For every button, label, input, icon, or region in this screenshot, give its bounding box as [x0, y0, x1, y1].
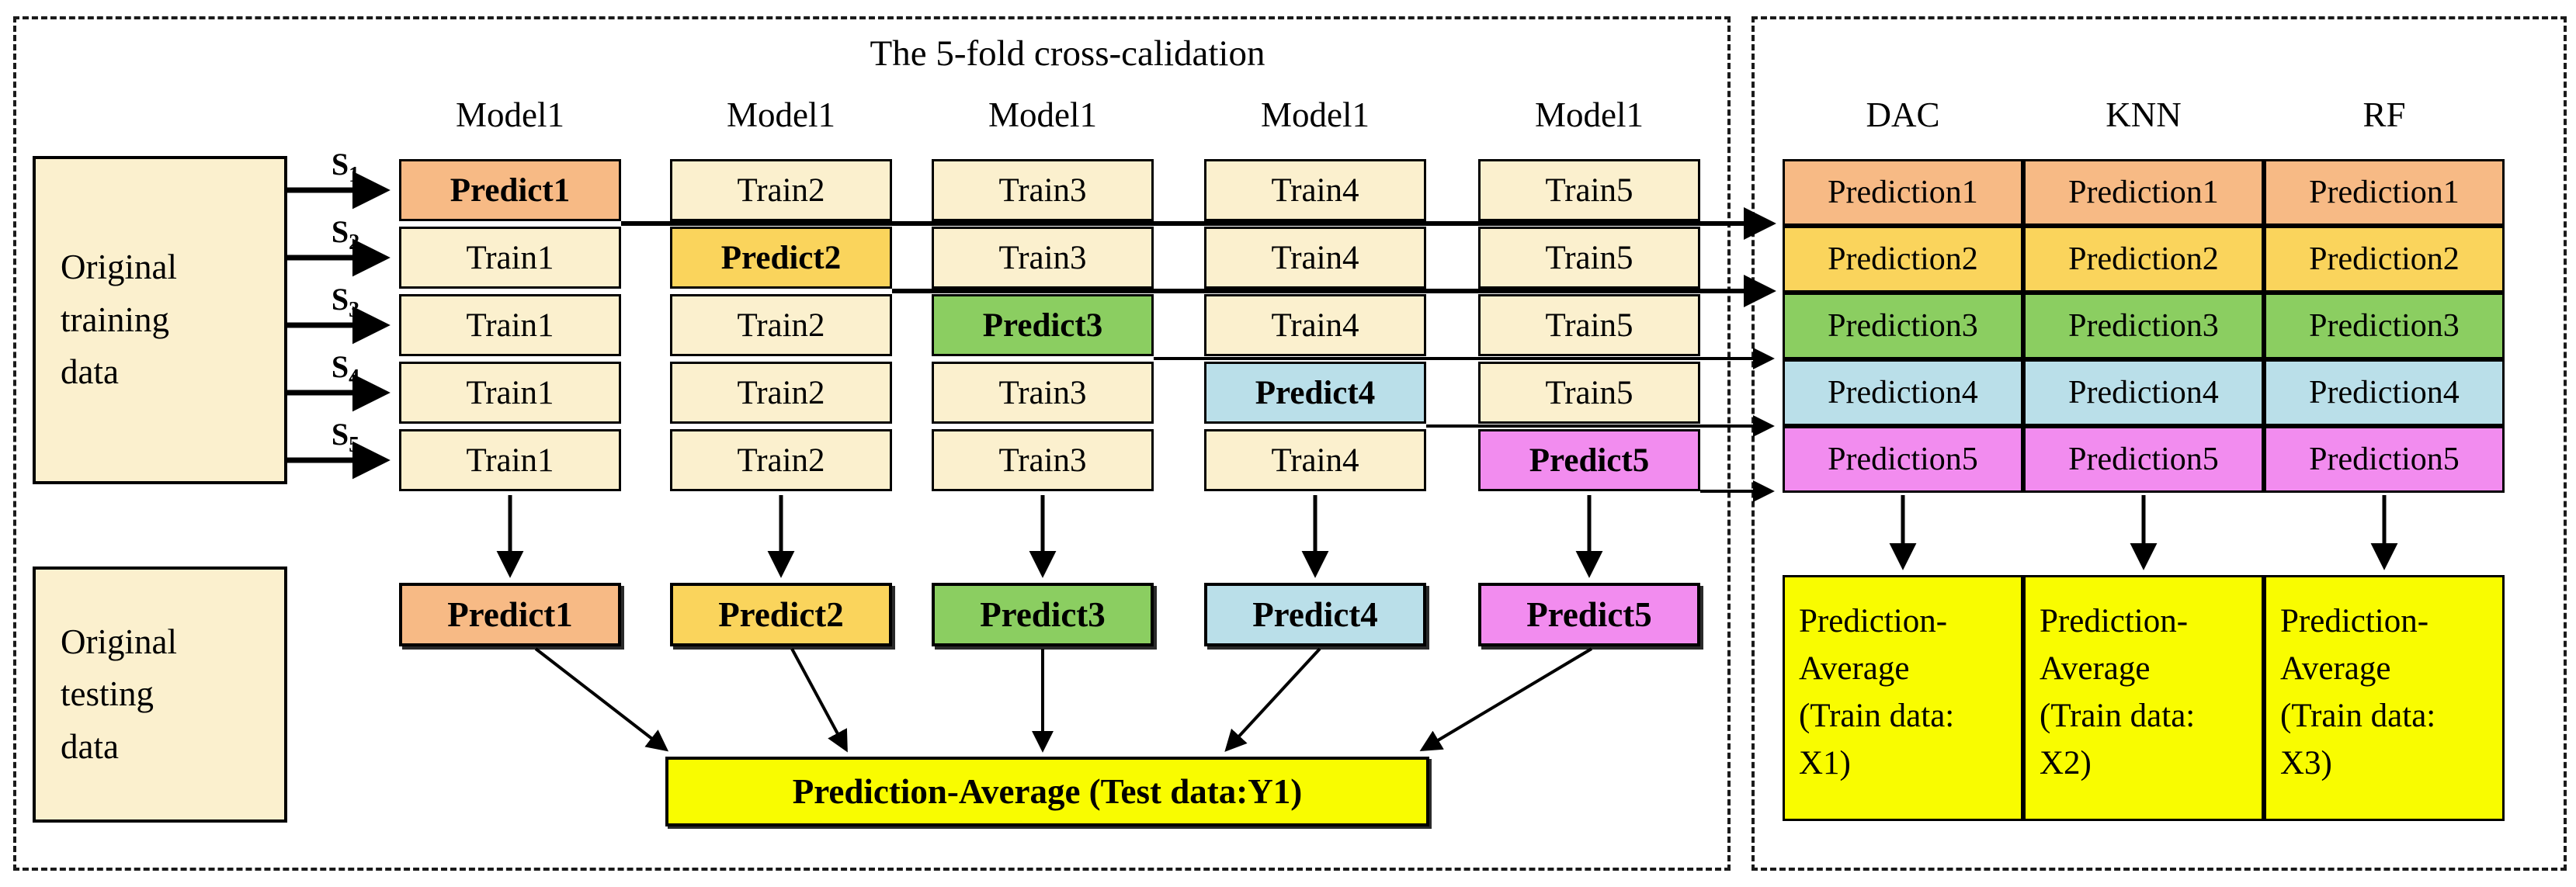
cv-column-2: Train2 Predict2 Train2 Train2 Train2 [670, 159, 892, 495]
cv-column-5: Train5 Train5 Train5 Train5 Predict5 [1478, 159, 1700, 495]
diagram-title: The 5-fold cross-calidation [870, 33, 1265, 74]
cv-cell: Train3 [932, 362, 1154, 424]
cv-cell: Train4 [1204, 429, 1426, 491]
prediction-cell: Prediction4 [2023, 359, 2264, 426]
model-header-1: Model1 [456, 95, 564, 134]
cv-cell: Train5 [1478, 227, 1700, 289]
prediction-cell: Prediction4 [2264, 359, 2505, 426]
stacking-panel-border [1751, 16, 2567, 871]
cv-cell-predict: Predict2 [670, 227, 892, 289]
cv-panel-border [13, 16, 1731, 871]
split-label-base: S [331, 417, 349, 452]
prediction-average-test-box: Prediction-Average (Test data:Y1) [665, 757, 1429, 826]
cv-cell-predict: Predict3 [932, 294, 1154, 356]
cv-cell: Train5 [1478, 362, 1700, 424]
stacking-column-dac: Prediction1 Prediction2 Prediction3 Pred… [1783, 159, 2023, 493]
cv-column-1: Predict1 Train1 Train1 Train1 Train1 [399, 159, 621, 495]
cv-cell: Train2 [670, 294, 892, 356]
original-testing-data-box: Original testing data [33, 567, 287, 823]
prediction-average-train-box-x2: Prediction- Average (Train data: X2) [2023, 575, 2264, 821]
cv-cell: Train4 [1204, 294, 1426, 356]
stacking-header-dac: DAC [1866, 95, 1940, 134]
fold-predict-box-4: Predict4 [1204, 583, 1426, 646]
cv-cell: Train1 [399, 294, 621, 356]
cv-cell: Train1 [399, 362, 621, 424]
prediction-cell: Prediction2 [2023, 226, 2264, 293]
cv-cell: Train2 [670, 429, 892, 491]
prediction-cell: Prediction5 [2023, 426, 2264, 493]
cv-cell: Train4 [1204, 227, 1426, 289]
split-label-s4: S4 [299, 348, 392, 390]
prediction-average-train-box-x1: Prediction- Average (Train data: X1) [1783, 575, 2023, 821]
model-header-4: Model1 [1261, 95, 1370, 134]
split-label-sub: 5 [349, 433, 360, 457]
split-label-base: S [331, 147, 349, 182]
split-label-base: S [331, 214, 349, 249]
fold-predict-box-1: Predict1 [399, 583, 621, 646]
split-label-sub: 2 [349, 230, 360, 255]
cv-cell: Train4 [1204, 159, 1426, 221]
prediction-cell: Prediction1 [2264, 159, 2505, 226]
split-label-s3: S3 [299, 281, 392, 323]
stacking-column-knn: Prediction1 Prediction2 Prediction3 Pred… [2023, 159, 2264, 493]
cv-column-4: Train4 Train4 Train4 Predict4 Train4 [1204, 159, 1426, 495]
cv-cell: Train1 [399, 227, 621, 289]
prediction-cell: Prediction2 [2264, 226, 2505, 293]
stacking-header-knn: KNN [2106, 95, 2182, 134]
prediction-cell: Prediction5 [2264, 426, 2505, 493]
cv-cell: Train3 [932, 159, 1154, 221]
stacking-column-rf: Prediction1 Prediction2 Prediction3 Pred… [2264, 159, 2505, 493]
prediction-cell: Prediction1 [2023, 159, 2264, 226]
cv-column-3: Train3 Train3 Predict3 Train3 Train3 [932, 159, 1154, 495]
cv-cell-predict: Predict5 [1478, 429, 1700, 491]
split-label-s2: S2 [299, 213, 392, 255]
prediction-cell: Prediction1 [1783, 159, 2023, 226]
fold-predict-box-5: Predict5 [1478, 583, 1700, 646]
prediction-cell: Prediction3 [2264, 293, 2505, 359]
split-label-base: S [331, 349, 349, 384]
split-label-base: S [331, 282, 349, 317]
split-label-sub: 3 [349, 298, 360, 322]
prediction-cell: Prediction3 [2023, 293, 2264, 359]
model-header-2: Model1 [727, 95, 835, 134]
cv-cell-predict: Predict4 [1204, 362, 1426, 424]
cv-cell: Train2 [670, 362, 892, 424]
cv-cell: Train5 [1478, 294, 1700, 356]
cv-cell: Train3 [932, 429, 1154, 491]
split-label-s5: S5 [299, 416, 392, 458]
prediction-average-train-box-x3: Prediction- Average (Train data: X3) [2264, 575, 2505, 821]
split-label-sub: 4 [349, 366, 360, 390]
model-header-3: Model1 [988, 95, 1097, 134]
split-label-sub: 1 [349, 163, 360, 187]
cv-cell: Train2 [670, 159, 892, 221]
prediction-cell: Prediction3 [1783, 293, 2023, 359]
cv-cell: Train1 [399, 429, 621, 491]
original-training-data-box: Original training data [33, 156, 287, 484]
cv-cell: Train3 [932, 227, 1154, 289]
prediction-cell: Prediction5 [1783, 426, 2023, 493]
fold-predict-box-2: Predict2 [670, 583, 892, 646]
model-header-5: Model1 [1535, 95, 1644, 134]
split-label-s1: S1 [299, 146, 392, 188]
prediction-cell: Prediction4 [1783, 359, 2023, 426]
fold-predict-box-3: Predict3 [932, 583, 1154, 646]
cv-cell: Train5 [1478, 159, 1700, 221]
prediction-cell: Prediction2 [1783, 226, 2023, 293]
stacking-header-rf: RF [2362, 95, 2406, 134]
cv-cell-predict: Predict1 [399, 159, 621, 221]
